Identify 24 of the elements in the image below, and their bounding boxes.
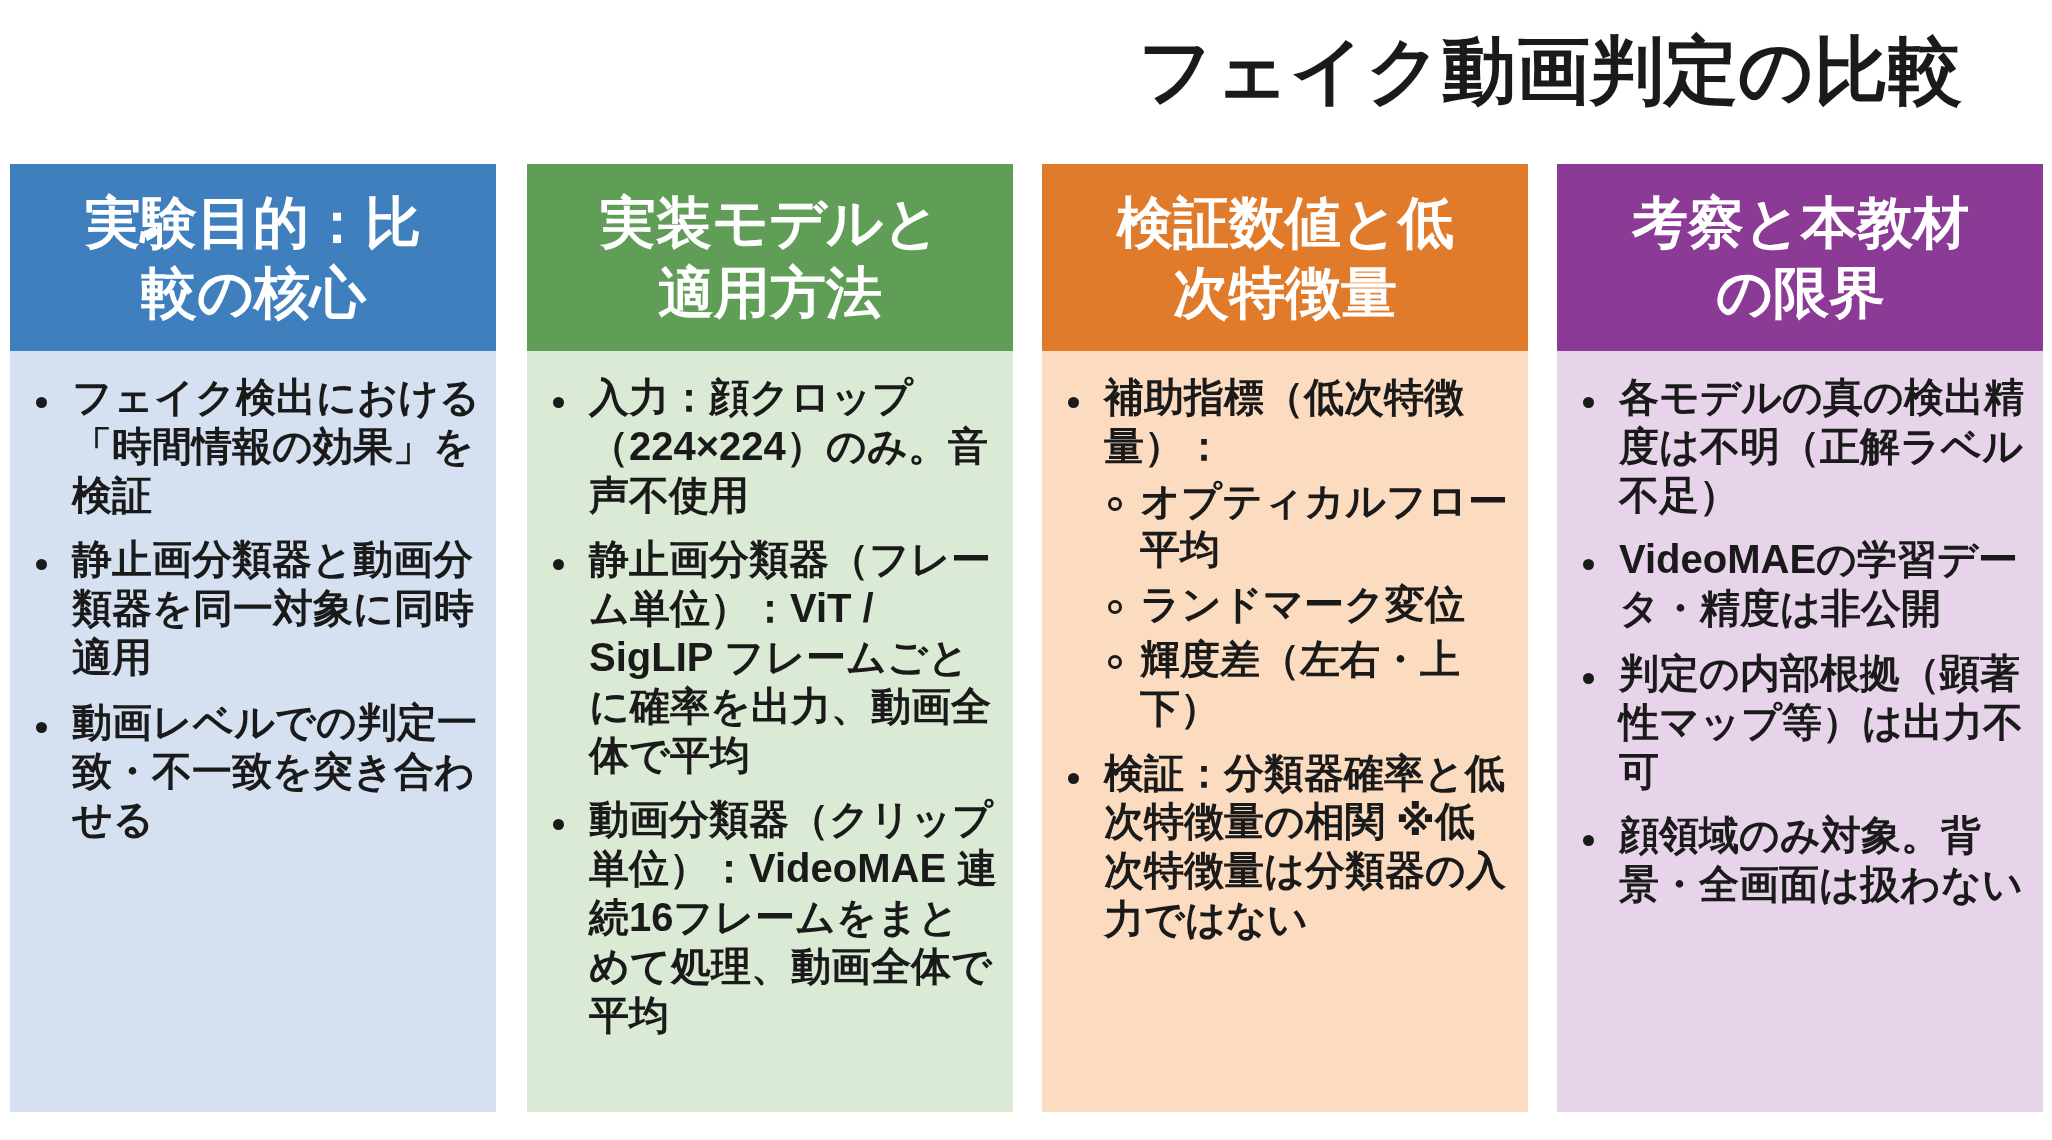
- column-header: 検証数値と低次特徴量: [1042, 164, 1528, 351]
- list-text: 輝度差（左右・上下）: [1140, 636, 1461, 732]
- column-header: 実験目的：比較の核心: [10, 164, 496, 351]
- list-text: オプティカルフロー平均: [1140, 477, 1509, 574]
- list-text: 静止画分類器（フレーム単位）：ViT / SigLIP フレームごとに確率を出力、動画全体で平均: [589, 536, 992, 779]
- page-title: フェイク動画判定の比較: [1138, 28, 1962, 114]
- list-text: 判定の内部根拠（顕著性マップ等）は出力不可: [1619, 650, 2024, 795]
- column-panel: [1042, 164, 1528, 1112]
- list-text: 入力：顔クロップ（224×224）のみ。音声不使用: [589, 374, 989, 519]
- list-text: VideoMAEの学習データ・精度は非公開: [1619, 536, 2020, 633]
- column-panel: [527, 164, 1013, 1112]
- column-header: 考察と本教材の限界: [1557, 164, 2043, 351]
- list-text: フェイク検出における「時間情報の効果」を検証: [72, 374, 481, 519]
- list-text: 動画分類器（クリップ単位）：VideoMAE 連続16フレームをまとめて処理、動画全体で平均: [589, 796, 999, 1039]
- column-panel: [10, 164, 496, 1112]
- list-text: 各モデルの真の検出精度は不明（正解ラベル不足）: [1619, 374, 2025, 519]
- column-panel: [1557, 164, 2043, 1112]
- list-text: 補助指標（低次特徴量）：: [1104, 374, 1465, 470]
- list-text: ランドマーク変位: [1140, 581, 1466, 629]
- list-text: 動画レベルでの判定一致・不一致を突き合わせる: [72, 698, 478, 844]
- list-text: 検証：分類器確率と低次特徴量の相関 ※低次特徴量は分類器の入力ではない: [1104, 749, 1507, 943]
- list-text: 顔領域のみ対象。背景・全画面は扱わない: [1619, 812, 2024, 909]
- list-text: 静止画分類器と動画分類器を同一対象に同時適用: [72, 536, 475, 681]
- column-header: 実装モデルと適用方法: [527, 164, 1013, 351]
